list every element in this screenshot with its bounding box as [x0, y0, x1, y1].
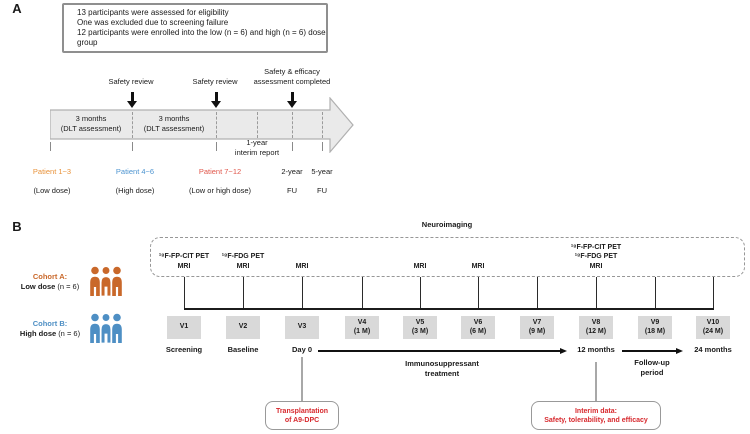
visit-below-label: 12 months — [577, 345, 615, 354]
visit-connector — [243, 277, 244, 309]
visit-below-label: Baseline — [227, 345, 259, 354]
milestone-subtitle: FU — [317, 185, 327, 195]
visit-below-label: Day 0 — [291, 345, 312, 354]
eligibility-line: One was excluded due to screening failur… — [77, 18, 229, 27]
visit-below-label: 24 months — [694, 345, 732, 354]
timeline-dashed-divider — [322, 112, 323, 138]
milestone-label: 2-year FU — [262, 157, 322, 205]
dlt-segment-label: 3 months (DLT assessment) — [60, 114, 122, 133]
visit-box: V4 (1 M) — [345, 316, 379, 339]
down-arrow-icon — [210, 92, 222, 108]
milestone-title: 2-year — [281, 166, 303, 176]
cohort-b-dose-rest: (n = 6) — [58, 329, 81, 338]
down-arrow-icon — [286, 92, 298, 108]
timeline-tick — [322, 142, 323, 151]
visit-box: V2 — [226, 316, 260, 339]
cohort-a-label: Cohort A: — [32, 272, 68, 281]
timeline-dashed-divider — [216, 112, 217, 138]
visit-below-label: Screening — [165, 345, 203, 354]
timeline-tick — [216, 142, 217, 151]
cohort-a-dose-bold: Low dose — [20, 282, 56, 291]
panel-b-label: B — [12, 219, 22, 234]
neuroimaging-box — [150, 237, 745, 277]
callout-connector — [595, 362, 597, 402]
visit-box: V3 — [285, 316, 319, 339]
milestone-title: Patient 4~6 — [115, 166, 155, 176]
timeline-dashed-divider — [292, 112, 293, 138]
milestone-subtitle: (Low dose) — [33, 185, 71, 195]
visit-box: V5 (3 M) — [403, 316, 437, 339]
imaging-label: ¹⁸F-FP-CIT PET MRI — [158, 253, 210, 270]
treatment-label: Immunosuppressant treatment — [405, 359, 479, 378]
imaging-label: MRI — [471, 262, 485, 270]
milestone-title: Patient 1~3 — [32, 166, 72, 176]
milestone-title: Patient 7~12 — [198, 166, 242, 176]
safety-efficacy-label: Safety & efficacy assessment completed — [253, 67, 331, 86]
milestone-label: 5-year FU — [292, 157, 352, 205]
eligibility-line: 12 participants were enrolled into the l… — [77, 28, 326, 47]
imaging-label: MRI — [413, 262, 427, 270]
timeline-arrow — [50, 97, 354, 153]
visit-connector — [596, 277, 597, 309]
visit-connector — [420, 277, 421, 309]
visit-box: V7 (9 M) — [520, 316, 554, 339]
callout-transplantation: Transplantation of A9-DPC — [265, 401, 339, 430]
imaging-label: MRI — [295, 262, 309, 270]
cohort-a-dose: Low dose(n = 6) — [10, 282, 90, 291]
visit-box: V8 (12 M) — [579, 316, 613, 339]
interim-report-label: 1-year interim report — [234, 138, 280, 157]
visit-connector — [184, 277, 185, 309]
cohort-b-dose-bold: High dose — [19, 329, 57, 338]
followup-arrow-head-icon — [676, 347, 683, 354]
milestone-subtitle: (Low or high dose) — [188, 185, 252, 195]
milestone-subtitle: FU — [287, 185, 297, 195]
milestone-label: Patient 4~6 (High dose) — [95, 157, 175, 205]
eligibility-line: 13 participants were assessed for eligib… — [77, 8, 229, 17]
cohort-a-dose-rest: (n = 6) — [57, 282, 80, 291]
down-arrow-icon — [126, 92, 138, 108]
timeline-dashed-divider — [132, 112, 133, 138]
callout-connector — [301, 357, 303, 402]
eligibility-box: 13 participants were assessed for eligib… — [62, 3, 328, 53]
milestone-label: Patient 1~3 (Low dose) — [12, 157, 92, 205]
followup-label: Follow-up period — [634, 358, 670, 377]
timeline-dashed-divider — [257, 112, 258, 138]
visit-connector — [362, 277, 363, 309]
visit-connector — [713, 277, 714, 309]
cohort-b-label: Cohort B: — [32, 319, 68, 328]
treatment-arrow-head-icon — [560, 347, 567, 354]
treatment-arrow — [318, 350, 560, 352]
milestone-title: 5-year — [311, 166, 333, 176]
dlt-segment-label: 3 months (DLT assessment) — [143, 114, 205, 133]
visit-connector — [302, 277, 303, 309]
timeline-tick — [132, 142, 133, 151]
neuroimaging-title: Neuroimaging — [421, 220, 473, 229]
milestone-subtitle: (High dose) — [115, 185, 155, 195]
visit-connector — [478, 277, 479, 309]
safety-review-label: Safety review — [108, 77, 154, 86]
imaging-label: ¹⁸F-FDG PET MRI — [221, 253, 265, 270]
followup-arrow — [622, 350, 676, 352]
visit-box: V9 (18 M) — [638, 316, 672, 339]
panel-a-label: A — [12, 1, 22, 16]
visit-box: V10 (24 M) — [696, 316, 730, 339]
cohort-b-people-icon — [90, 313, 122, 343]
timeline-tick — [292, 142, 293, 151]
safety-review-label: Safety review — [192, 77, 238, 86]
visit-connector — [655, 277, 656, 309]
timeline-line — [184, 308, 714, 310]
visit-box: V6 (6 M) — [461, 316, 495, 339]
callout-interim: Interim data: Safety, tolerability, and … — [531, 401, 661, 430]
visit-connector — [537, 277, 538, 309]
cohort-a-people-icon — [90, 266, 122, 296]
timeline-tick — [50, 142, 51, 151]
visit-box: V1 — [167, 316, 201, 339]
imaging-label: ¹⁸F-FP-CIT PET ¹⁸F-FDG PET MRI — [570, 243, 622, 270]
milestone-label: Patient 7~12 (Low or high dose) — [170, 157, 270, 205]
cohort-b-dose: High dose(n = 6) — [10, 329, 90, 338]
